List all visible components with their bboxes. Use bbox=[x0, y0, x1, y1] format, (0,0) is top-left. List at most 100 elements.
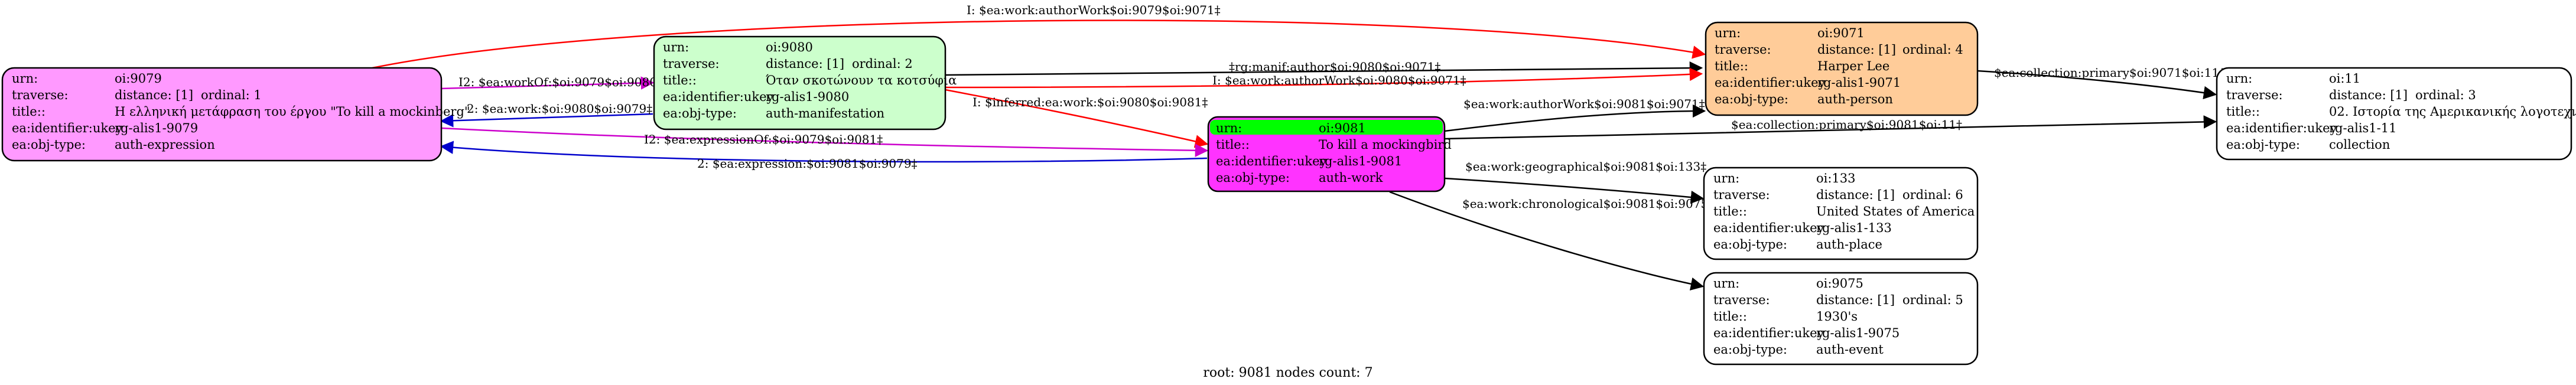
edge-label: 2: $ea:expression:$oi:9081$oi:9079‡ bbox=[697, 156, 918, 171]
root-header-highlight bbox=[1210, 120, 1443, 135]
svg-text:ordinal: 5: ordinal: 5 bbox=[1902, 293, 1963, 307]
edge-chronological-9081-9075: $ea:work:chronological$oi:9081$oi:9075‡ bbox=[1389, 191, 1714, 291]
node-9075[interactable]: urn: oi:9075 traverse: distance: [1] ord… bbox=[1703, 272, 1979, 366]
edge-expressionof-9079-9081: I2: $ea:expressionOf:$oi:9079$oi:9081‡ bbox=[441, 127, 1209, 157]
svg-text:Όταν σκοτώνουν τα κοτσύφια: Όταν σκοτώνουν τα κοτσύφια bbox=[766, 73, 957, 87]
svg-text:auth-work: auth-work bbox=[1319, 171, 1383, 185]
svg-text:oi:11: oi:11 bbox=[2329, 71, 2360, 86]
svg-text:rg-alis1-11: rg-alis1-11 bbox=[2329, 121, 2397, 135]
edge-label: $ea:work:chronological$oi:9081$oi:9075‡ bbox=[1462, 197, 1714, 211]
svg-text:traverse:: traverse: bbox=[12, 88, 69, 102]
edge-authorwork-9081-9071: $ea:work:authorWork$oi:9081$oi:9071‡ bbox=[1444, 97, 1706, 132]
svg-text:distance: [1]: distance: [1] bbox=[1816, 188, 1895, 202]
node-133[interactable]: urn: oi:133 traverse: distance: [1] ordi… bbox=[1703, 167, 1979, 260]
edge-label: I: $ea:work:authorWork$oi:9080$oi:9071‡ bbox=[1212, 73, 1466, 87]
edge-workof-9079-9080: I2: $ea:workOf:$oi:9079$oi:9080‡ bbox=[440, 75, 663, 90]
edge-work-9080-9079: 2: $ea:work:$oi:9080$oi:9079‡ bbox=[440, 102, 653, 128]
svg-text:traverse:: traverse: bbox=[2226, 88, 2283, 102]
svg-text:oi:9081: oi:9081 bbox=[1319, 121, 1366, 135]
svg-text:oi:133: oi:133 bbox=[1816, 171, 1856, 185]
edge-collection-9071-11: $ea:collection:primary$oi:9071$oi:11‡ bbox=[1977, 66, 2225, 100]
svg-text:auth-expression: auth-expression bbox=[115, 138, 215, 152]
edge-manif-author-9080-9071: ‡rg:manif:author$oi:9080$oi:9071‡ bbox=[945, 60, 1703, 76]
node-9081[interactable]: urn: oi:9081 title:: To kill a mockingbi… bbox=[1207, 116, 1452, 192]
edge-label: ‡rg:manif:author$oi:9080$oi:9071‡ bbox=[1229, 60, 1440, 74]
svg-text:ea:identifier:ukey: ea:identifier:ukey bbox=[1713, 326, 1824, 340]
svg-text:ea:identifier:ukey: ea:identifier:ukey bbox=[1216, 154, 1327, 168]
svg-text:ordinal: 6: ordinal: 6 bbox=[1902, 188, 1963, 202]
svg-text:title::: title:: bbox=[663, 73, 697, 87]
svg-text:oi:9079: oi:9079 bbox=[115, 71, 162, 86]
svg-text:Harper Lee: Harper Lee bbox=[1817, 59, 1889, 73]
svg-text:ordinal: 4: ordinal: 4 bbox=[1902, 43, 1963, 57]
edge-label: $ea:collection:primary$oi:9081$oi:11‡ bbox=[1731, 118, 1962, 132]
svg-text:title::: title:: bbox=[1713, 309, 1747, 324]
svg-text:ea:identifier:ukey: ea:identifier:ukey bbox=[1713, 221, 1824, 235]
svg-text:ea:identifier:ukey: ea:identifier:ukey bbox=[1715, 76, 1826, 90]
svg-text:To kill a mockingbird: To kill a mockingbird bbox=[1319, 138, 1452, 152]
svg-text:auth-event: auth-event bbox=[1816, 342, 1884, 357]
svg-text:title::: title:: bbox=[12, 105, 45, 119]
edge-label: I: $ea:work:authorWork$oi:9079$oi:9071‡ bbox=[967, 3, 1221, 17]
graph-footer: root: 9081 nodes count: 7 bbox=[1203, 366, 1372, 380]
svg-text:traverse:: traverse: bbox=[663, 57, 720, 71]
svg-text:title::: title:: bbox=[2226, 105, 2260, 119]
edge-label: $ea:work:geographical$oi:9081$oi:133‡ bbox=[1465, 159, 1706, 174]
svg-text:ordinal: 1: ordinal: 1 bbox=[201, 88, 262, 102]
svg-text:distance: [1]: distance: [1] bbox=[2329, 88, 2408, 102]
node-11[interactable]: urn: oi:11 traverse: distance: [1] ordin… bbox=[2216, 67, 2576, 161]
svg-text:distance: [1]: distance: [1] bbox=[1817, 43, 1896, 57]
svg-text:ea:identifier:ukey: ea:identifier:ukey bbox=[2226, 121, 2337, 135]
svg-text:rg-alis1-9075: rg-alis1-9075 bbox=[1816, 326, 1900, 340]
svg-text:ea:obj-type:: ea:obj-type: bbox=[1715, 92, 1788, 106]
svg-text:auth-person: auth-person bbox=[1817, 92, 1893, 106]
svg-text:1930's: 1930's bbox=[1816, 309, 1858, 324]
svg-text:rg-alis1-9081: rg-alis1-9081 bbox=[1319, 154, 1402, 168]
svg-text:distance: [1]: distance: [1] bbox=[1816, 293, 1895, 307]
edge-label: $ea:work:authorWork$oi:9081$oi:9071‡ bbox=[1463, 97, 1705, 111]
node-9071[interactable]: urn: oi:9071 traverse: distance: [1] ord… bbox=[1705, 21, 1979, 116]
svg-text:urn:: urn: bbox=[663, 40, 689, 54]
svg-text:ea:obj-type:: ea:obj-type: bbox=[1713, 342, 1787, 357]
svg-text:distance: [1]: distance: [1] bbox=[115, 88, 193, 102]
edge-inferred-9080-9081: I: $inferred:ea:work:$oi:9080$oi:9081‡ bbox=[945, 89, 1209, 148]
svg-text:traverse:: traverse: bbox=[1713, 293, 1770, 307]
edge-authorwork-9079-9071: I: $ea:work:authorWork$oi:9079$oi:9071‡ bbox=[372, 3, 1706, 69]
svg-text:ea:obj-type:: ea:obj-type: bbox=[663, 106, 737, 120]
svg-text:ea:obj-type:: ea:obj-type: bbox=[1216, 171, 1290, 185]
svg-text:urn:: urn: bbox=[1713, 171, 1739, 185]
svg-text:title::: title:: bbox=[1216, 138, 1250, 152]
node-9079[interactable]: urn: oi:9079 traverse: distance: [1] ord… bbox=[1, 67, 470, 162]
svg-text:ea:obj-type:: ea:obj-type: bbox=[2226, 138, 2300, 152]
svg-text:rg-alis1-9080: rg-alis1-9080 bbox=[766, 90, 849, 104]
svg-text:collection: collection bbox=[2329, 138, 2390, 152]
edge-label: 2: $ea:work:$oi:9080$oi:9079‡ bbox=[467, 102, 652, 116]
svg-text:auth-manifestation: auth-manifestation bbox=[766, 106, 884, 120]
svg-text:rg-alis1-9071: rg-alis1-9071 bbox=[1817, 76, 1901, 90]
svg-text:rg-alis1-9079: rg-alis1-9079 bbox=[115, 121, 198, 135]
edge-label: I2: $ea:workOf:$oi:9079$oi:9080‡ bbox=[458, 75, 663, 89]
edge-authorwork-9080-9071: I: $ea:work:authorWork$oi:9080$oi:9071‡ bbox=[945, 67, 1703, 89]
svg-text:ea:identifier:ukey: ea:identifier:ukey bbox=[663, 90, 774, 104]
svg-text:United States of America: United States of America bbox=[1816, 204, 1975, 218]
svg-text:traverse:: traverse: bbox=[1713, 188, 1770, 202]
svg-text:oi:9075: oi:9075 bbox=[1816, 276, 1863, 291]
svg-text:urn:: urn: bbox=[1713, 276, 1739, 291]
svg-text:title::: title:: bbox=[1713, 204, 1747, 218]
svg-text:urn:: urn: bbox=[1216, 121, 1242, 135]
svg-text:ea:identifier:ukey: ea:identifier:ukey bbox=[12, 121, 123, 135]
svg-text:distance: [1]: distance: [1] bbox=[766, 57, 844, 71]
svg-text:oi:9080: oi:9080 bbox=[766, 40, 813, 54]
svg-text:02. Ιστορία της Αμερικανικής λ: 02. Ιστορία της Αμερικανικής λογοτεχνίας bbox=[2329, 105, 2576, 119]
node-9080[interactable]: urn: oi:9080 traverse: distance: [1] ord… bbox=[653, 35, 957, 130]
edge-label: I: $inferred:ea:work:$oi:9080$oi:9081‡ bbox=[972, 95, 1208, 109]
svg-text:ordinal: 2: ordinal: 2 bbox=[852, 57, 913, 71]
svg-text:rg-alis1-133: rg-alis1-133 bbox=[1816, 221, 1892, 235]
svg-text:ordinal: 3: ordinal: 3 bbox=[2415, 88, 2476, 102]
svg-text:oi:9071: oi:9071 bbox=[1817, 26, 1865, 40]
edge-label: I2: $ea:expressionOf:$oi:9079$oi:9081‡ bbox=[644, 132, 883, 146]
svg-text:ea:obj-type:: ea:obj-type: bbox=[12, 138, 86, 152]
svg-text:auth-place: auth-place bbox=[1816, 237, 1882, 252]
svg-text:urn:: urn: bbox=[2226, 71, 2252, 86]
